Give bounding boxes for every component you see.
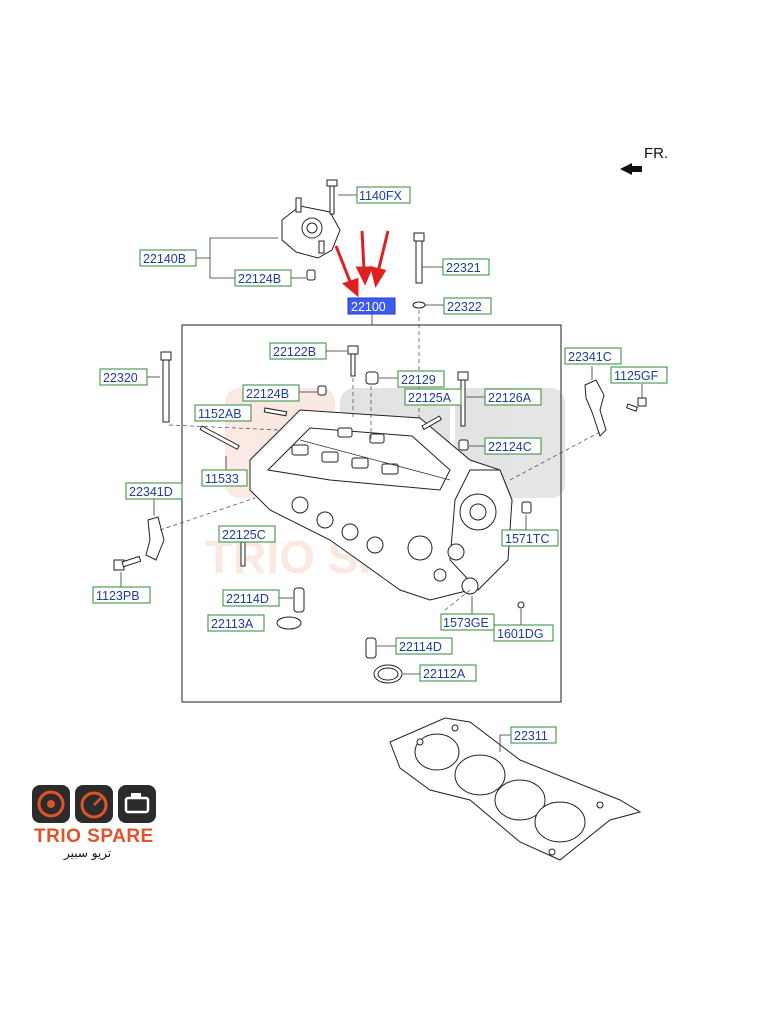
svg-text:22124B: 22124B <box>238 272 281 286</box>
svg-text:22320: 22320 <box>103 371 138 385</box>
seal-22129 <box>365 371 379 385</box>
svg-text:22124C: 22124C <box>488 440 532 454</box>
svg-text:1601DG: 1601DG <box>497 627 544 641</box>
front-direction-label: FR. <box>644 145 669 162</box>
svg-text:22112A: 22112A <box>423 667 466 681</box>
svg-text:1123PB: 1123PB <box>96 589 140 603</box>
part-label-22140B[interactable]: 22140B <box>139 249 197 267</box>
part-label-1601DG[interactable]: 1601DG <box>493 624 554 642</box>
part-label-22112A[interactable]: 22112A <box>419 664 477 682</box>
svg-text:22125C: 22125C <box>222 528 266 542</box>
svg-text:22114D: 22114D <box>226 592 269 606</box>
dowel-22124C <box>458 439 469 451</box>
svg-text:22124B: 22124B <box>246 387 289 401</box>
bolt-22122B <box>347 345 359 377</box>
brand-arabic-name: تريو سبير <box>64 846 112 860</box>
svg-text:1140FX: 1140FX <box>359 189 403 203</box>
svg-text:22114D: 22114D <box>399 640 442 654</box>
guide-22114D-b <box>365 637 377 659</box>
front-direction-arrow-icon <box>620 163 642 175</box>
part-label-22124B-top[interactable]: 22124B <box>234 269 292 287</box>
svg-text:22125A: 22125A <box>408 391 452 405</box>
stud-22125C <box>240 539 246 567</box>
bolt-1140FX <box>326 179 338 215</box>
gasket-22311 <box>389 717 642 861</box>
svg-text:1125GF: 1125GF <box>614 369 659 383</box>
part-label-1152AB[interactable]: 1152AB <box>194 404 252 422</box>
assembly-frame <box>181 324 562 703</box>
highlight-arrows <box>334 230 390 298</box>
svg-text:22126A: 22126A <box>488 391 532 405</box>
cylinder-head <box>249 409 513 601</box>
part-label-1573GE[interactable]: 1573GE <box>440 613 495 631</box>
stud-11533 <box>199 425 240 450</box>
part-label-22341D[interactable]: 22341D <box>125 482 183 500</box>
part-label-1140FX[interactable]: 1140FX <box>356 186 411 204</box>
part-label-22341C[interactable]: 22341C <box>564 347 622 365</box>
svg-text:22322: 22322 <box>447 300 482 314</box>
pin-1152AB <box>263 407 288 417</box>
part-label-22124C[interactable]: 22124C <box>484 437 542 455</box>
part-label-22114D-b[interactable]: 22114D <box>395 637 453 655</box>
bracket-22140B <box>281 197 341 281</box>
part-label-11533[interactable]: 11533 <box>201 469 248 487</box>
svg-text:22122B: 22122B <box>273 345 316 359</box>
part-label-1571TC[interactable]: 1571TC <box>501 529 559 547</box>
part-label-22113A[interactable]: 22113A <box>207 614 265 632</box>
svg-text:22341C: 22341C <box>568 350 612 364</box>
brand-name: TRIO SPARE <box>34 826 154 847</box>
part-label-1125GF[interactable]: 1125GF <box>610 366 668 384</box>
part-label-22100[interactable]: 22100 <box>347 297 396 315</box>
seal-1573GE <box>461 577 479 595</box>
svg-text:22113A: 22113A <box>211 617 254 631</box>
svg-text:22140B: 22140B <box>143 252 186 266</box>
guide-22114D-a <box>293 587 305 613</box>
svg-text:1571TC: 1571TC <box>505 532 549 546</box>
part-label-22124B-mid[interactable]: 22124B <box>242 384 300 402</box>
svg-text:22129: 22129 <box>401 373 436 387</box>
stud-22125A <box>421 415 443 431</box>
part-label-1123PB[interactable]: 1123PB <box>92 586 151 604</box>
svg-text:22100: 22100 <box>351 300 386 314</box>
part-label-22126A[interactable]: 22126A <box>484 388 542 406</box>
part-label-22129[interactable]: 22129 <box>397 370 445 388</box>
dowel-22124B <box>317 385 327 396</box>
svg-text:11533: 11533 <box>205 472 239 486</box>
part-label-22114D-a[interactable]: 22114D <box>222 589 280 607</box>
bracket-22341D <box>145 516 165 561</box>
plug-1601DG <box>517 601 525 609</box>
part-label-22322[interactable]: 22322 <box>443 297 492 315</box>
part-label-22125C[interactable]: 22125C <box>218 525 276 543</box>
bolt-22320 <box>160 351 172 423</box>
part-label-22311[interactable]: 22311 <box>510 726 557 744</box>
part-label-22321[interactable]: 22321 <box>442 258 490 276</box>
svg-text:1152AB: 1152AB <box>198 407 242 421</box>
trio-spare-logo <box>32 785 156 823</box>
bolt-1125GF <box>625 397 647 412</box>
part-label-22320[interactable]: 22320 <box>99 368 148 386</box>
svg-text:22341D: 22341D <box>129 485 173 499</box>
svg-text:1573GE: 1573GE <box>443 616 489 630</box>
part-label-22125A[interactable]: 22125A <box>404 388 462 406</box>
bolt-22321 <box>413 232 425 284</box>
part-label-22122B[interactable]: 22122B <box>269 342 327 360</box>
svg-text:22321: 22321 <box>446 261 481 275</box>
plug-1571TC <box>521 501 532 514</box>
svg-text:22311: 22311 <box>514 729 548 743</box>
oring-22113A <box>276 616 302 630</box>
bolt-1123PB <box>113 555 142 571</box>
oring-22112A <box>373 664 403 684</box>
bracket-22341C <box>584 379 607 437</box>
